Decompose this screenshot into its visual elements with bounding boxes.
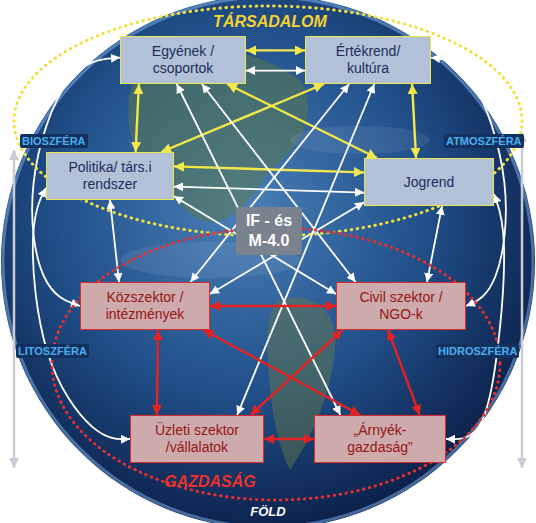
economy-box: Közszektor / intézmények [80, 282, 210, 330]
society-box: Politika/ társ.i rendszer [46, 152, 174, 200]
cross-arrow [174, 187, 364, 193]
cross-arrow [210, 202, 364, 294]
box-label: Civil szektor / NGO-k [345, 289, 457, 323]
sphere-label: HIDROSZFÉRA [436, 344, 519, 358]
atmosphere-rim [3, 0, 533, 523]
sphere-label: LITOSZFÉRA [16, 344, 89, 358]
society-box: Jogrend [364, 158, 494, 206]
box-label: Jogrend [373, 174, 485, 191]
economy-box: „Árnyék-gazdaság” [314, 415, 446, 463]
box-label: Egyének / csoportok [129, 43, 237, 77]
society-arrow [161, 84, 324, 152]
box-label: Politika/ társ.i rendszer [55, 159, 165, 193]
side-arrow [521, 132, 524, 468]
region-title: TÁRSADALOM [200, 12, 340, 31]
cross-arrow [191, 84, 350, 282]
center-label: IF - és M-4.0 [236, 207, 302, 255]
society-arrow [246, 49, 305, 51]
economy-arrow [204, 330, 361, 415]
society-arrow [136, 84, 139, 152]
economy-arrow [388, 330, 420, 415]
economy-region: GAZDASÁG Közszektor / intézmények Civil sz… [50, 226, 502, 502]
economy-arrow [264, 438, 314, 440]
society-box: Egyének / csoportok [120, 36, 246, 84]
society-box: Értékrend/ kultúra [305, 36, 431, 84]
dotted-ellipse [52, 228, 500, 500]
box-label: „Árnyék-gazdaság” [323, 422, 437, 456]
sphere-label: ATMOSZFÉRA [444, 134, 524, 148]
economy-arrow [157, 330, 158, 415]
economy-arrow [210, 305, 336, 307]
box-label: Üzleti szektor /vállalatok [139, 422, 255, 456]
sphere-label: BIOSZFÉRA [20, 134, 88, 148]
cross-arrow [246, 70, 305, 72]
box-label: Közszektor / intézmények [89, 289, 201, 323]
society-region: TÁRSADALOM Egyének / csoportok Értékrend/ … [12, 4, 524, 238]
earth-label: FÖLD [238, 504, 298, 519]
economy-box: Üzleti szektor /vállalatok [130, 415, 264, 463]
region-title: GAZDASÁG [160, 472, 260, 491]
cross-arrow [174, 196, 336, 294]
economy-arrow [251, 330, 343, 415]
box-label: Értékrend/ kultúra [314, 43, 422, 77]
dotted-ellipse [14, 6, 522, 236]
society-arrow [412, 84, 416, 158]
side-arrow [13, 150, 16, 468]
economy-box: Civil szektor / NGO-k [336, 282, 466, 330]
